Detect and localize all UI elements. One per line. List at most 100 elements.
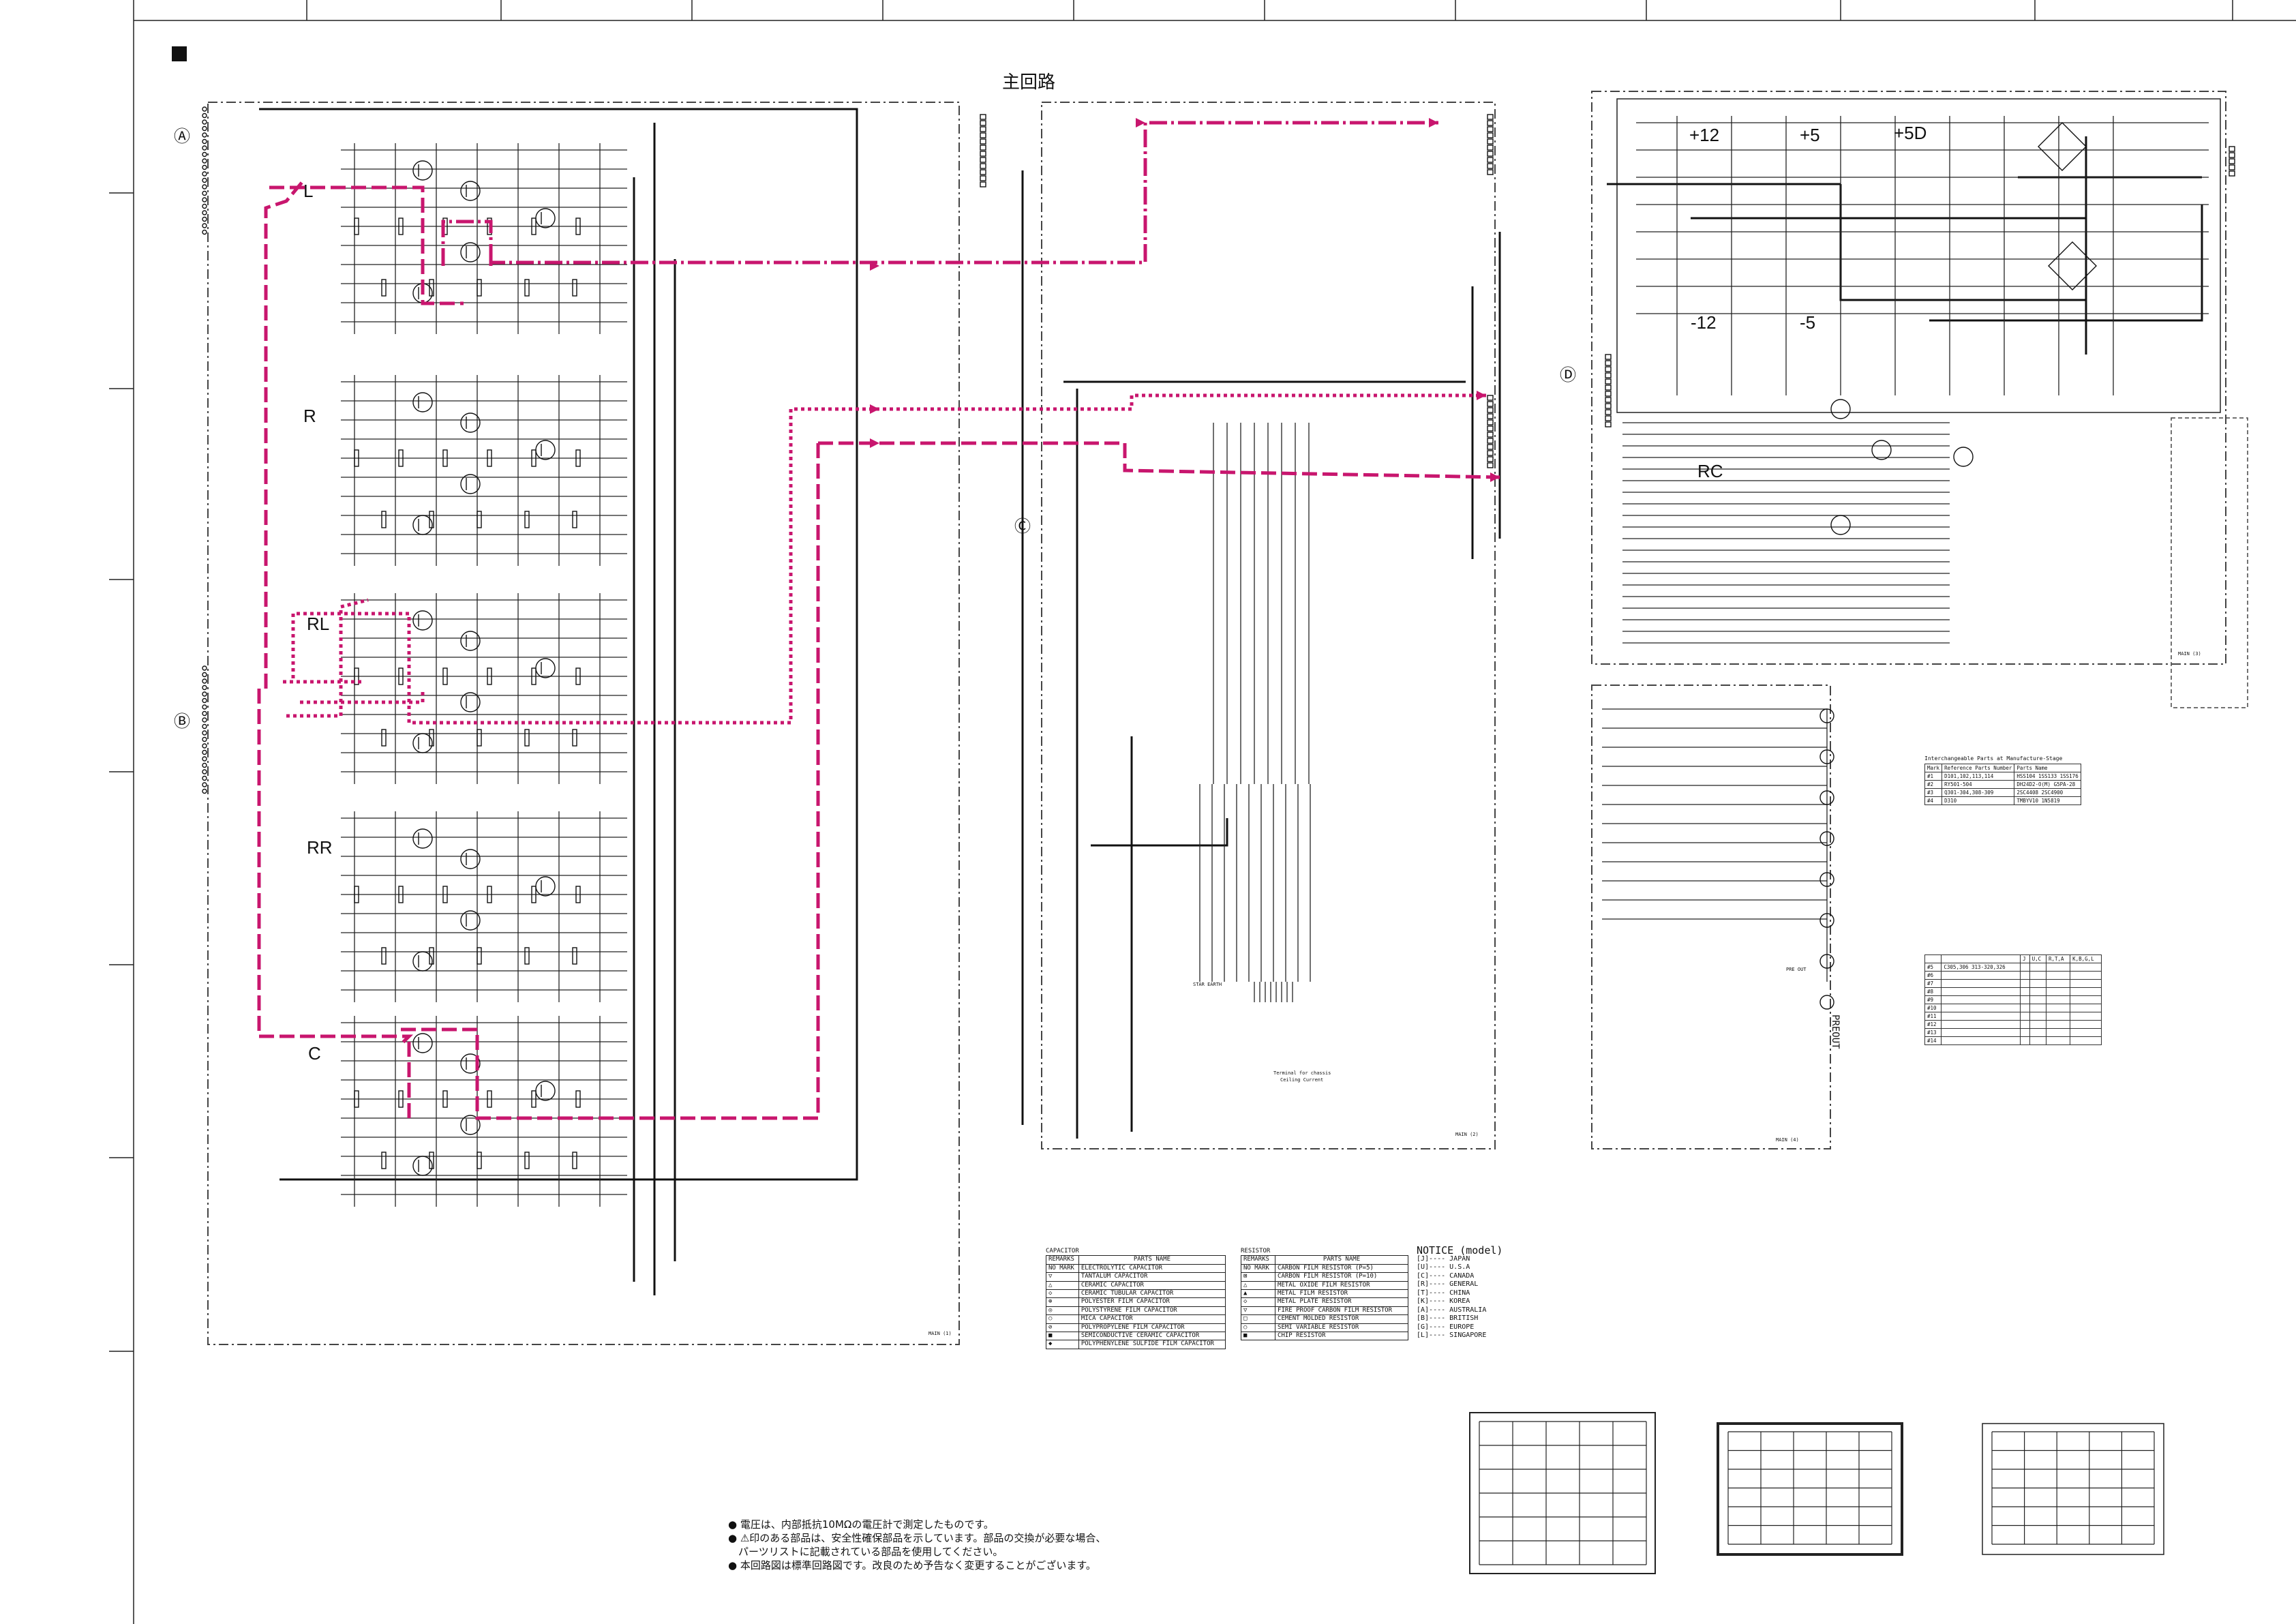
- capacitor-legend-title: CAPACITOR: [1046, 1248, 1079, 1254]
- connector-pin: [202, 190, 207, 196]
- detail-diagram-2: [1717, 1422, 1903, 1556]
- table-row: #11: [1924, 1012, 2102, 1021]
- table-row: △CERAMIC CAPACITOR: [1046, 1280, 1226, 1291]
- transistor-symbol: [535, 658, 556, 678]
- table-cell: [2045, 1020, 2071, 1029]
- table-cell: 2SC4408 2SC4900: [2014, 788, 2081, 797]
- note-line: ● ⚠印のある部品は、安全性確保部品を示しています。部品の交換が必要な場合、: [728, 1532, 1106, 1544]
- table-cell: #8: [1924, 987, 1942, 996]
- table-header: REMARKS: [1240, 1255, 1276, 1265]
- table-cell: [2070, 1012, 2102, 1021]
- connector-pin: [1605, 421, 1612, 427]
- resistor-symbol: [354, 886, 359, 903]
- resistor-symbol: [477, 729, 482, 747]
- signal-arrow: [870, 404, 879, 414]
- rca-jack: [1819, 831, 1834, 846]
- main-board-left: [207, 102, 960, 1345]
- connector-pin: [1487, 163, 1494, 169]
- detail-diagram-3: [1982, 1423, 2164, 1555]
- notice-model: [T]---- CHINA: [1417, 1289, 1470, 1297]
- table-header: K,B,G,L: [2070, 954, 2102, 963]
- table-cell: [2019, 1012, 2030, 1021]
- resistor-symbol: [531, 217, 537, 235]
- table-cell: NO MARK: [1240, 1263, 1276, 1274]
- table-cell: [2019, 1028, 2030, 1037]
- table-header: REMARKS: [1046, 1255, 1079, 1265]
- channel-label-l: L: [303, 181, 314, 201]
- transistor-symbol: [412, 1156, 433, 1176]
- table-cell: [2029, 987, 2047, 996]
- connector-pin: [202, 138, 207, 145]
- channel-label-rc: RC: [1697, 461, 1723, 481]
- connector-pin: [202, 788, 207, 794]
- resistor-symbol: [572, 1152, 577, 1169]
- table-cell: [1941, 995, 2021, 1004]
- connector-pin: [980, 151, 986, 157]
- table-cell: CERAMIC CAPACITOR: [1078, 1280, 1226, 1291]
- table-cell: ▽: [1046, 1272, 1079, 1282]
- transistor-symbol: [1953, 447, 1974, 467]
- connector-pin: [202, 106, 207, 112]
- table-header: [1924, 954, 1942, 963]
- table-cell: D101,102,113,114: [1942, 772, 2015, 781]
- table-cell: ◇: [1240, 1297, 1276, 1307]
- resistor-symbol: [381, 947, 387, 965]
- table-cell: MICA CAPACITOR: [1078, 1314, 1226, 1324]
- table-cell: METAL PLATE RESISTOR: [1275, 1297, 1408, 1307]
- connector-pin: [980, 138, 986, 145]
- resistor-symbol: [398, 449, 404, 467]
- table-row: ○MICA CAPACITOR: [1046, 1314, 1226, 1324]
- transistor-symbol: [535, 440, 556, 460]
- table-header: Mark: [1924, 764, 1943, 772]
- table-row: ■SEMICONDUCTIVE CERAMIC CAPACITOR: [1046, 1332, 1226, 1341]
- table-cell: POLYPROPYLENE FILM CAPACITOR: [1078, 1323, 1226, 1333]
- connector-pin: [202, 203, 207, 209]
- components: [202, 106, 2235, 1176]
- resistor-symbol: [572, 729, 577, 747]
- connector-pin: [1605, 397, 1612, 403]
- connector-pin: [202, 119, 207, 125]
- resistor-legend-title: RESISTOR: [1241, 1248, 1271, 1254]
- transistor-symbol: [535, 208, 556, 228]
- table-cell: ▽: [1240, 1306, 1276, 1316]
- transistor-symbol: [460, 849, 481, 869]
- resistor-symbol: [398, 886, 404, 903]
- table-cell: [2029, 1028, 2047, 1037]
- table-row: #13: [1924, 1028, 2102, 1037]
- connector-pin: [202, 717, 207, 723]
- table-cell: [2029, 995, 2047, 1004]
- connector-pin: [202, 216, 207, 222]
- table-cell: CERAMIC TUBULAR CAPACITOR: [1078, 1289, 1226, 1299]
- connector-pin: [202, 177, 207, 183]
- notice-model: [B]---- BRITISH: [1417, 1314, 1479, 1322]
- table-cell: #3: [1924, 788, 1943, 797]
- rail-label-m5: -5: [1800, 312, 1816, 333]
- connector-pin: [1605, 354, 1612, 360]
- table-header: U,C: [2029, 954, 2047, 963]
- connector-pin: [202, 685, 207, 691]
- connector-pin: [1487, 456, 1494, 462]
- connector-pin: [2229, 164, 2235, 170]
- rca-jack: [1819, 954, 1834, 969]
- connector-pin: [1605, 378, 1612, 385]
- table-cell: METAL OXIDE FILM RESISTOR: [1275, 1280, 1408, 1291]
- table-cell: [2019, 987, 2030, 996]
- connector-pin: [1487, 114, 1494, 120]
- frame-ticks: [109, 0, 2233, 1352]
- table-header: PARTS NAME: [1275, 1255, 1408, 1265]
- table-cell: SEMI VARIABLE RESISTOR: [1275, 1323, 1408, 1333]
- resistor-symbol: [487, 1090, 492, 1108]
- table-cell: △: [1046, 1280, 1079, 1291]
- resistor-symbol: [524, 729, 530, 747]
- note-line: ● 本回路図は標準回路図です。改良のため予告なく変更することがございます。: [728, 1559, 1096, 1572]
- table-header: Reference Parts Number: [1942, 764, 2015, 772]
- connector-pin: [202, 184, 207, 190]
- resistor-symbol: [575, 667, 581, 685]
- connector-pin: [202, 112, 207, 119]
- signal-arrow: [1477, 391, 1486, 400]
- signal-arrow: [1136, 118, 1145, 127]
- table-cell: ⊠: [1240, 1272, 1276, 1282]
- resistor-symbol: [442, 1090, 448, 1108]
- resistor-symbol: [354, 217, 359, 235]
